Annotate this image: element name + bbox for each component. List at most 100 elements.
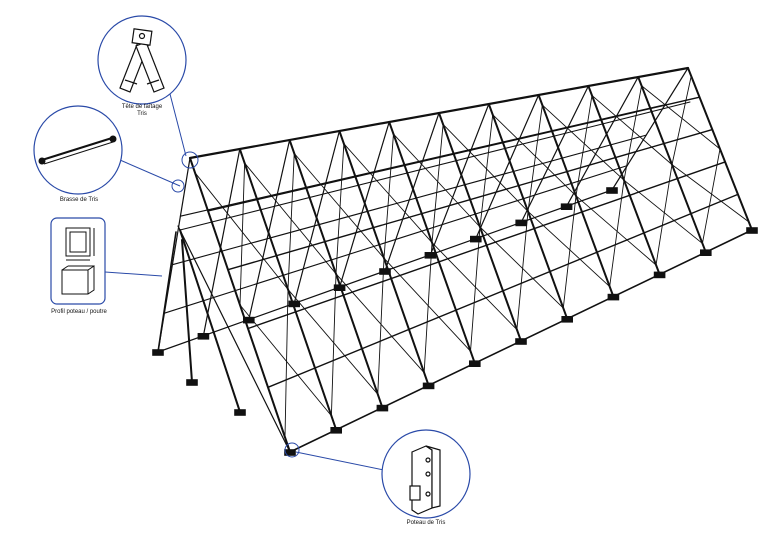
base-plate [197, 332, 210, 340]
front-brace [609, 179, 625, 287]
front-brace [591, 94, 673, 166]
front-brace [655, 164, 673, 266]
profile-leader [104, 271, 163, 277]
base-plate-leader [295, 451, 385, 471]
base-plate [699, 249, 712, 256]
front-brace [431, 123, 444, 244]
gable-member [177, 225, 291, 453]
base-plate [234, 409, 246, 416]
front-brace [431, 242, 518, 331]
base-plate-callout [381, 429, 471, 519]
front-brace [377, 257, 385, 395]
front-brace [623, 85, 643, 181]
profile-label: Profil poteau / poutre [51, 309, 107, 315]
front-brace [479, 114, 494, 228]
brace-leader [119, 159, 181, 187]
front-brace [239, 162, 246, 306]
detail-marker [171, 179, 185, 193]
base-plate [186, 379, 198, 386]
triangular-frame-structure [152, 66, 758, 456]
back-rafter [202, 148, 241, 337]
front-brace [284, 288, 289, 438]
front-brace [575, 94, 593, 197]
profile-callout [50, 217, 106, 305]
front-brace [343, 143, 433, 244]
callout-leaders [104, 93, 385, 471]
base-plate [243, 316, 255, 324]
front-brace [335, 143, 345, 275]
front-brace [293, 152, 385, 259]
brace-callout [33, 105, 123, 195]
back-rafter [520, 85, 590, 223]
base-plate [607, 293, 620, 301]
gable-member [157, 231, 177, 353]
detail-marker [284, 442, 300, 458]
front-brace [671, 164, 750, 223]
front-rafter [687, 67, 753, 231]
back-rafter [248, 139, 291, 321]
base-plate [560, 203, 573, 210]
back-rafter [565, 76, 639, 207]
ridge-head-part-icon [119, 28, 165, 93]
front-brace [562, 195, 577, 309]
front-brace [383, 133, 394, 259]
ridge-head-callout [97, 15, 187, 105]
base-plate [746, 227, 758, 234]
base-plate-label: Poteau de Tris [406, 520, 446, 526]
front-brace [335, 273, 425, 374]
back-rafter [611, 67, 689, 191]
detail-marker [181, 151, 199, 169]
base-plate [561, 315, 574, 323]
base-plate [424, 252, 437, 259]
back-rafter [475, 94, 540, 240]
front-brace [479, 226, 564, 309]
front-brace [287, 288, 379, 395]
base-plate [515, 338, 527, 345]
back-rafter [429, 103, 490, 256]
gable-post [181, 239, 193, 383]
front-brace [623, 179, 703, 244]
tie-beam [179, 101, 691, 231]
front-brace [330, 273, 337, 417]
base-plate [376, 404, 389, 412]
front-brace [527, 104, 543, 212]
base-plate [469, 235, 482, 243]
gable-post [179, 229, 241, 413]
ridge-head-leader [169, 93, 187, 157]
front-brace [527, 210, 611, 287]
base-plate [379, 268, 391, 275]
front-brace [423, 242, 433, 374]
front-brace [701, 148, 721, 244]
back-rafter [339, 121, 390, 288]
profile-section-icon [61, 227, 95, 295]
base-plate [422, 382, 435, 390]
front-brace [671, 75, 692, 166]
front-brace [470, 226, 481, 352]
front-brace [541, 104, 625, 181]
brace-label: Brasse de Tris [59, 197, 99, 203]
front-brace [442, 123, 529, 212]
front-brace [383, 257, 471, 352]
front-brace [393, 133, 481, 228]
base-plate [606, 187, 618, 194]
base-plate [468, 360, 481, 368]
base-plate [330, 426, 343, 434]
front-brace [492, 114, 577, 197]
front-brace [516, 210, 529, 331]
base-plate [515, 219, 528, 227]
ridge-head-label: Tête de faîtage Tris [100, 104, 184, 118]
back-rafter [293, 130, 340, 304]
front-brace [575, 195, 657, 266]
brace-part-icon [38, 135, 117, 165]
back-rafter [384, 112, 440, 272]
front-brace [194, 172, 289, 290]
base-plate [333, 284, 346, 292]
front-brace [244, 162, 337, 275]
front-brace [239, 304, 332, 417]
base-plate [288, 300, 301, 308]
ridge-head-label-line1: Tête de faîtage [121, 104, 163, 110]
front-brace [287, 152, 295, 290]
ridge-head-label-line2: Tris [137, 111, 147, 117]
base-plate [653, 271, 666, 279]
